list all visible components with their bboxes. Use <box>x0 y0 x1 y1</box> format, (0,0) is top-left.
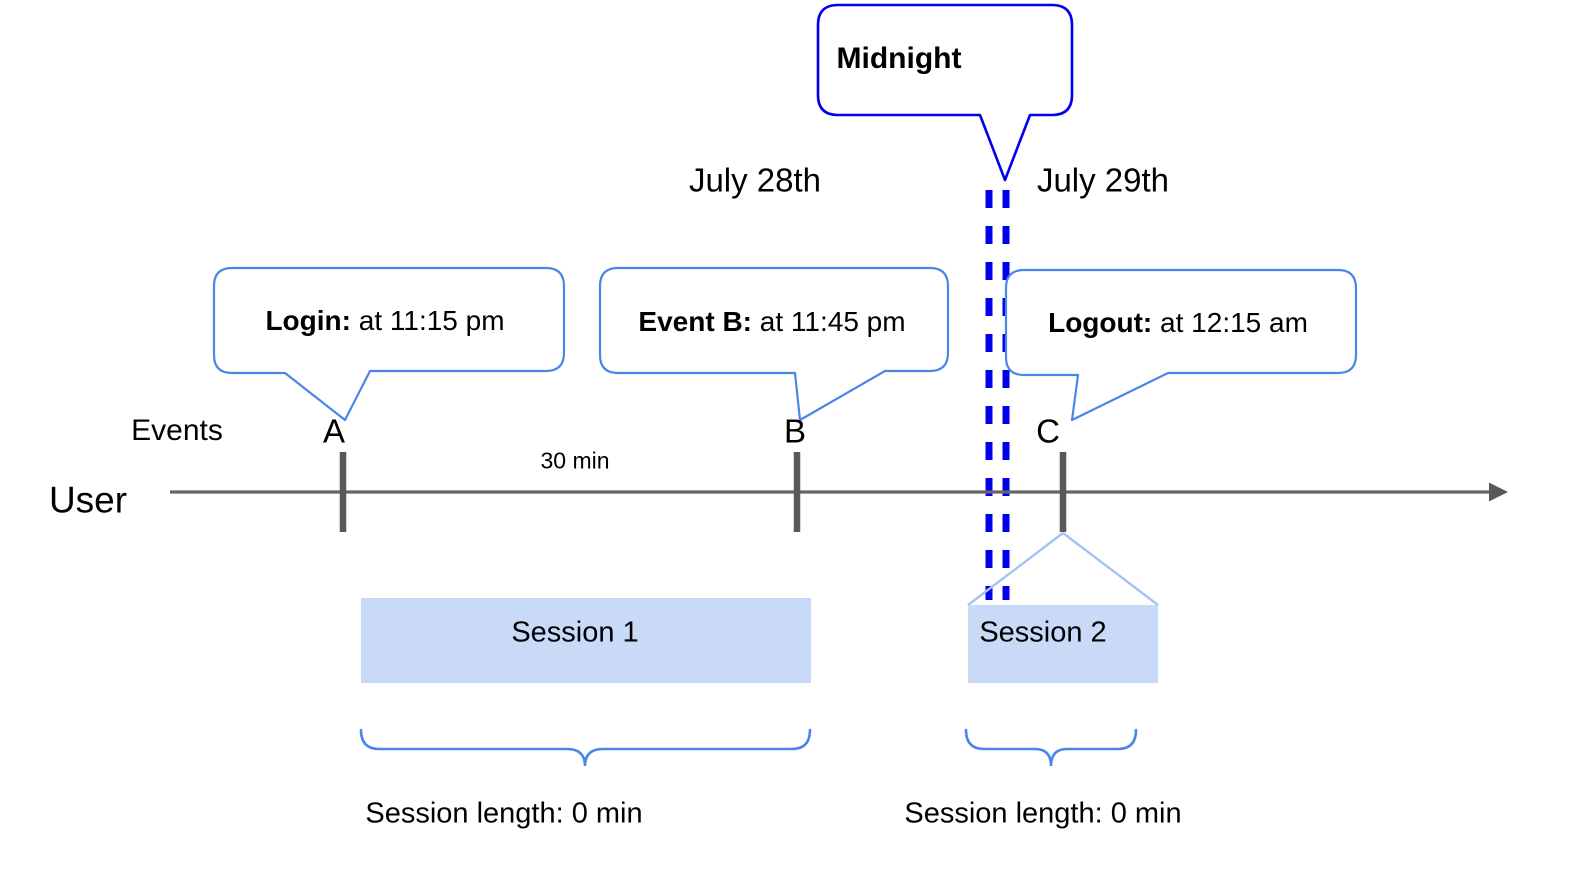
axis-row-label-user: User <box>48 479 128 521</box>
point-label-c: C <box>1036 412 1060 450</box>
logout-callout-detail: at 12:15 am <box>1152 307 1308 338</box>
session2-connector-right <box>1062 532 1159 606</box>
duration-label-a-to-b: 30 min <box>540 447 610 474</box>
session-1-brace <box>359 728 812 767</box>
session-1-box <box>361 598 811 683</box>
session-2-length-label: Session length: 0 min <box>904 797 1182 830</box>
session2-connector-lines <box>967 532 1159 606</box>
point-label-a: A <box>322 412 346 450</box>
event-ticks <box>339 452 1067 532</box>
session-2-label: Session 2 <box>979 616 1107 649</box>
point-label-b: B <box>783 412 807 450</box>
midnight-callout-shape <box>816 3 1074 182</box>
login-callout-text: Login: at 11:15 pm <box>265 307 504 335</box>
logout-callout-text: Logout: at 12:15 am <box>1048 309 1308 337</box>
logout-callout-bold: Logout: <box>1048 307 1153 338</box>
midnight-label: Midnight <box>836 42 962 75</box>
eventb-callout-detail: at 11:45 pm <box>752 306 906 337</box>
session-2-brace <box>964 728 1138 767</box>
date-label-left: July 28th <box>688 161 822 199</box>
date-label-right: July 29th <box>1036 161 1170 199</box>
session-1-label: Session 1 <box>511 616 639 649</box>
login-callout-detail: at 11:15 pm <box>350 305 505 336</box>
login-callout-bold: Login: <box>265 305 351 336</box>
eventb-callout-bold: Event B: <box>638 306 752 337</box>
logout-callout-shape <box>1004 268 1358 422</box>
session-2-box <box>968 605 1158 683</box>
session-1-length-label: Session length: 0 min <box>365 797 643 830</box>
midnight-divider-lines <box>985 190 1010 600</box>
events-row-label: Events <box>131 414 223 447</box>
eventb-callout-text: Event B: at 11:45 pm <box>638 308 905 336</box>
eventb-callout-shape <box>598 266 950 422</box>
login-callout-shape <box>212 266 566 422</box>
session-boxes <box>361 598 1158 683</box>
session2-connector-left <box>967 532 1064 606</box>
